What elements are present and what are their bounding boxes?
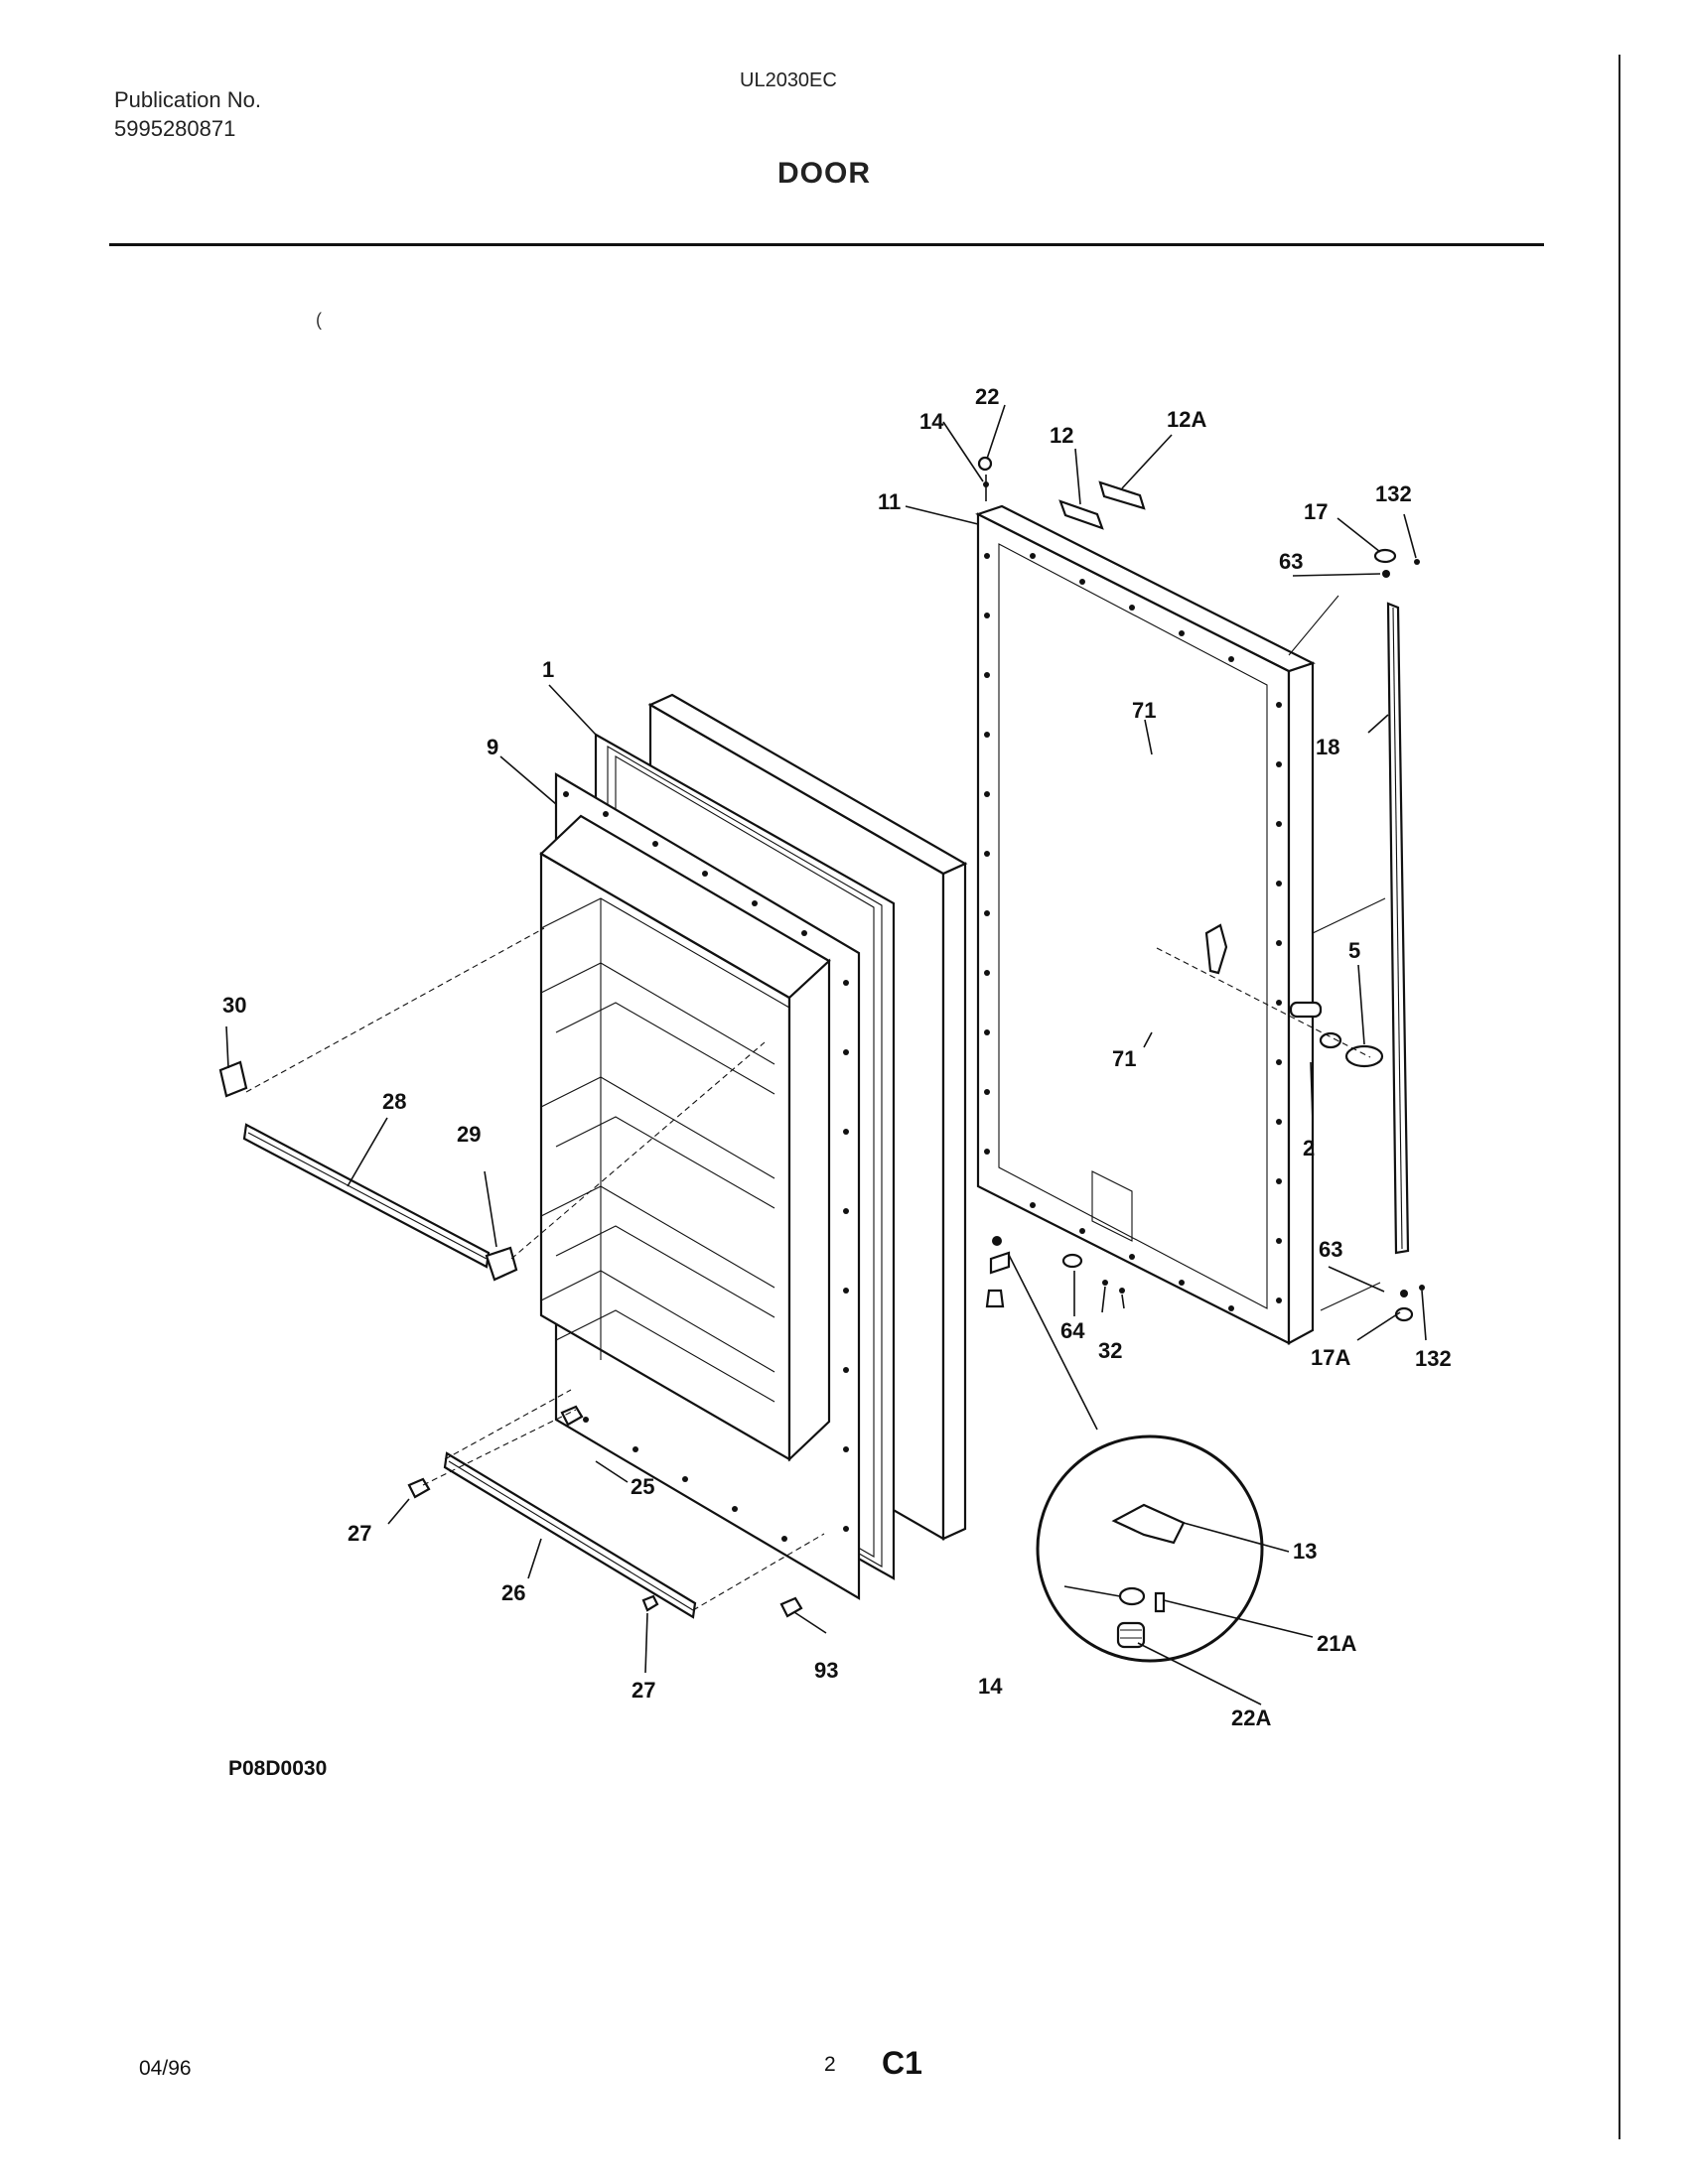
liner-shelves bbox=[540, 897, 790, 1403]
shelf-rail-lower bbox=[443, 1451, 697, 1619]
page-number: 2 bbox=[824, 2053, 836, 2076]
callout-27-left: 27 bbox=[348, 1521, 371, 1546]
callout-11: 11 bbox=[878, 489, 901, 514]
header-rule bbox=[109, 243, 1544, 246]
callout-29: 29 bbox=[457, 1122, 481, 1147]
section-code: C1 bbox=[882, 2045, 922, 2081]
screws bbox=[407, 1405, 803, 1618]
drawing-code: P08D0030 bbox=[228, 1757, 328, 1780]
callout-71-mid: 71 bbox=[1112, 1046, 1136, 1071]
publication-number: 5995280871 bbox=[114, 116, 236, 141]
callout-71-top: 71 bbox=[1132, 698, 1156, 723]
callout-17a: 17A bbox=[1311, 1345, 1350, 1370]
callout-22-top: 22 bbox=[975, 384, 999, 409]
rail-clip-left bbox=[218, 1060, 248, 1098]
leader-lines bbox=[225, 404, 1427, 1706]
callout-12: 12 bbox=[1050, 423, 1073, 448]
callout-22a: 22A bbox=[1231, 1706, 1271, 1730]
panel-holes bbox=[984, 553, 1282, 1311]
callout-63-top: 63 bbox=[1279, 549, 1303, 574]
callout-14-top: 14 bbox=[919, 409, 944, 434]
alignment-lines bbox=[245, 927, 1371, 1611]
callout-18: 18 bbox=[1316, 735, 1339, 759]
shelf-rail-upper bbox=[242, 1123, 491, 1269]
callout-2: 2 bbox=[1303, 1136, 1315, 1160]
model-number: UL2030EC bbox=[740, 69, 837, 91]
stray-mark: ( bbox=[316, 310, 322, 330]
label-plates bbox=[1058, 480, 1146, 530]
top-hinge-hardware bbox=[977, 456, 993, 501]
bottom-hinge-parts bbox=[985, 1236, 1125, 1431]
callout-26: 26 bbox=[501, 1580, 525, 1605]
callout-13: 13 bbox=[1293, 1539, 1317, 1564]
callout-9: 9 bbox=[487, 735, 498, 759]
callout-30: 30 bbox=[222, 993, 246, 1018]
footer-date: 04/96 bbox=[139, 2057, 192, 2080]
callout-132-top: 132 bbox=[1375, 481, 1412, 506]
callout-12a: 12A bbox=[1167, 407, 1206, 432]
hinge-strip bbox=[1288, 548, 1425, 1322]
margin-line bbox=[1618, 55, 1620, 2139]
callout-27-bottom: 27 bbox=[632, 1678, 655, 1703]
callout-64: 64 bbox=[1060, 1318, 1085, 1343]
callout-17: 17 bbox=[1304, 499, 1328, 524]
callout-25: 25 bbox=[631, 1474, 654, 1499]
page-title: DOOR bbox=[777, 157, 871, 190]
callout-5: 5 bbox=[1348, 938, 1360, 963]
callout-14-detail: 14 bbox=[978, 1674, 1003, 1699]
outer-door-panel bbox=[975, 504, 1384, 1345]
hinge-detail-view bbox=[1036, 1434, 1264, 1663]
callout-1: 1 bbox=[542, 657, 554, 682]
callout-63-bot: 63 bbox=[1319, 1237, 1342, 1262]
callout-21a: 21A bbox=[1317, 1631, 1356, 1656]
callout-132-bot: 132 bbox=[1415, 1346, 1452, 1371]
callout-28: 28 bbox=[382, 1089, 406, 1114]
door-liner-assembly bbox=[539, 693, 968, 1600]
publication-label: Publication No. bbox=[114, 87, 261, 112]
frame-holes bbox=[563, 791, 849, 1542]
callout-32: 32 bbox=[1098, 1338, 1122, 1363]
callout-93: 93 bbox=[814, 1658, 838, 1683]
callout-labels: 1 2 5 9 11 12 12A 13 14 22 17 132 63 71 … bbox=[222, 384, 1452, 1730]
rail-clip-right bbox=[485, 1246, 518, 1282]
